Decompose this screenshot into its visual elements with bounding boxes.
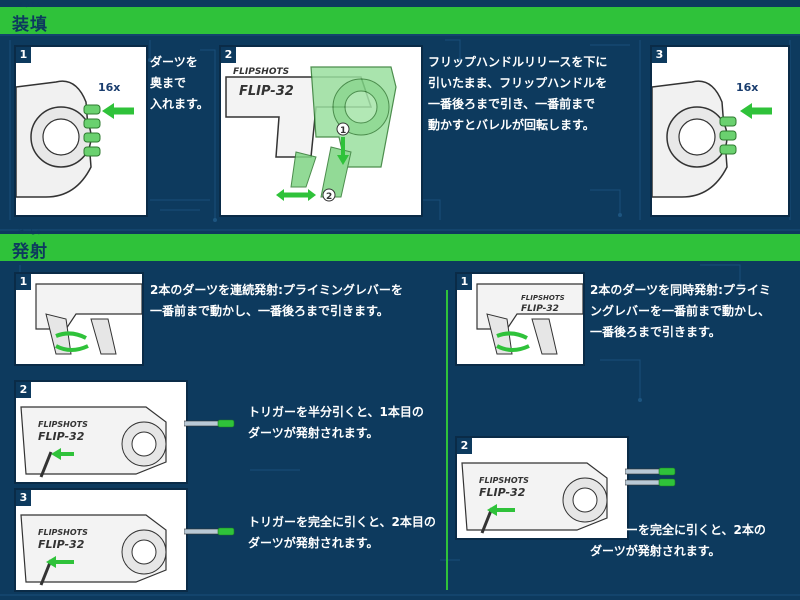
column-divider <box>446 290 448 590</box>
load-step-2-text: フリップハンドルリリースを下に 引いたまま、フリップハンドルを 一番後ろまで引き… <box>428 52 607 136</box>
model-label: FLIP-32 <box>38 430 85 443</box>
section-title: 装填 <box>12 15 48 35</box>
trigger-half-illustration: FLIPSHOTS FLIP-32 <box>20 406 167 478</box>
darts-fired-icon <box>625 467 676 487</box>
load-step-3-panel: 3 16x <box>650 45 790 217</box>
step-number: 1 <box>16 47 31 63</box>
text-line: 奥まで <box>150 76 187 90</box>
brand-label: FLIPSHOTS <box>479 476 529 485</box>
model-label: FLIP-32 <box>521 304 559 314</box>
dart-count-label: 16x <box>736 81 759 94</box>
text-line: 動かすとバレルが回転します。 <box>428 118 595 132</box>
text-line: 引いたまま、フリップハンドルを <box>428 76 608 90</box>
section-ruby: そうてん <box>18 2 43 9</box>
model-label: FLIP-32 <box>239 84 294 99</box>
fire-left-step-2-text: トリガーを半分引くと、1本目の ダーツが発射されます。 <box>248 402 424 444</box>
dart-fired-icon <box>184 419 235 428</box>
text-line: トリガーを半分引くと、1本目の <box>248 405 424 419</box>
text-line: 入れます。 <box>150 97 209 111</box>
fire-right-step-1-text: 2本のダーツを同時発射:プライミ ングレバーを一番前まで動かし、 一番後ろまで引… <box>590 280 771 343</box>
step-marker-2: 2 <box>326 192 332 202</box>
fire-right-step-2-text: トリガーを完全に引くと、2本の ダーツが発射されます。 <box>590 520 766 562</box>
priming-lever-illustration <box>35 283 142 355</box>
fire-left-step-2-panel: 2 FLIPSHOTS FLIP-32 <box>14 380 188 484</box>
text-line: ダーツを <box>150 55 198 69</box>
fire-right-step-1-panel: 1 FLIPSHOTS FLIP-32 <box>455 272 585 366</box>
section-ruby: はっしゃ <box>18 229 43 236</box>
dart-fired-icon <box>184 527 235 536</box>
fire-left-step-3-text: トリガーを完全に引くと、2本目の ダーツが発射されます。 <box>248 512 436 554</box>
dart-count-label: 16x <box>98 81 121 94</box>
trigger-simultaneous-illustration: FLIPSHOTS FLIP-32 <box>461 462 608 534</box>
fire-right-step-2-panel: 2 FLIPSHOTS FLIP-32 <box>455 436 629 540</box>
blaster-barrel-illustration <box>16 80 134 198</box>
step-number: 2 <box>16 382 31 398</box>
text-line: 2本のダーツを同時発射:プライミ <box>590 283 771 297</box>
text-line: 一番前まで動かし、一番後ろまで引きます。 <box>150 304 389 318</box>
text-line: ダーツが発射されます。 <box>248 426 379 440</box>
section-header-load: そうてん 装填 <box>0 2 800 35</box>
step-number: 3 <box>16 490 31 506</box>
fire-left-step-1-text: 2本のダーツを連続発射:プライミングレバーを 一番前まで動かし、一番後ろまで引き… <box>150 280 403 322</box>
text-line: トリガーを完全に引くと、2本目の <box>248 515 436 529</box>
trigger-full-illustration: FLIPSHOTS FLIP-32 <box>20 514 167 586</box>
load-step-1-text: ダーツを 奥まで 入れます。 <box>150 52 209 115</box>
priming-lever-illustration: FLIPSHOTS FLIP-32 <box>476 283 583 355</box>
step-number: 3 <box>652 47 667 63</box>
step-marker-1: 1 <box>340 126 346 136</box>
load-step-1-panel: 1 16x <box>14 45 148 217</box>
blaster-flip-illustration: FLIPSHOTS FLIP-32 1 2 <box>225 66 397 202</box>
fire-left-step-1-panel: 1 <box>14 272 144 366</box>
step-number: 2 <box>221 47 236 63</box>
model-label: FLIP-32 <box>38 538 85 551</box>
text-line: 一番後ろまで引きます。 <box>590 325 721 339</box>
brand-label: FLIPSHOTS <box>38 420 88 429</box>
brand-label: FLIPSHOTS <box>521 294 565 302</box>
text-line: フリップハンドルリリースを下に <box>428 55 608 69</box>
text-line: 2本のダーツを連続発射:プライミングレバーを <box>150 283 403 297</box>
text-line: ングレバーを一番前まで動かし、 <box>590 304 771 318</box>
section-title: 発射 <box>12 242 48 262</box>
brand-label: FLIPSHOTS <box>233 67 289 77</box>
load-step-2-panel: 2 FLIPSHOTS FLIP-32 1 2 <box>219 45 423 217</box>
step-number: 1 <box>16 274 31 290</box>
brand-label: FLIPSHOTS <box>38 528 88 537</box>
step-number: 1 <box>457 274 472 290</box>
blaster-barrel-illustration <box>652 80 772 198</box>
text-line: トリガーを完全に引くと、2本の <box>590 523 766 537</box>
fire-left-step-3-panel: 3 FLIPSHOTS FLIP-32 <box>14 488 188 592</box>
text-line: 一番後ろまで引き、一番前まで <box>428 97 596 111</box>
section-header-fire: はっしゃ 発射 <box>0 229 800 262</box>
text-line: ダーツが発射されます。 <box>248 536 379 550</box>
step-number: 2 <box>457 438 472 454</box>
model-label: FLIP-32 <box>479 486 526 499</box>
text-line: ダーツが発射されます。 <box>590 544 721 558</box>
